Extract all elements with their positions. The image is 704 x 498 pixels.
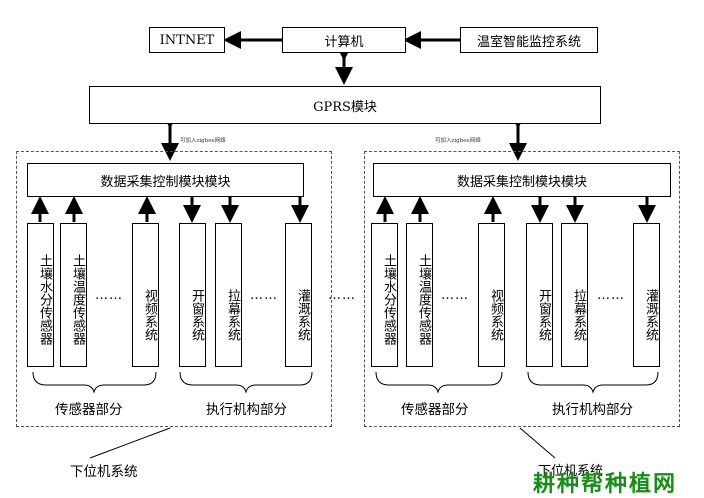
computer-label: 计算机	[324, 34, 364, 50]
right-actuator-ellipsis: ……	[597, 288, 625, 303]
right-actuator-group-label: 执行机构部分	[552, 402, 633, 418]
left-sensor-soil-moisture: 土壤水分传感器	[27, 223, 54, 367]
left-unit-caption: 下位机系统	[70, 464, 138, 480]
zigbee-note-left: 可加入zigbee网络	[180, 138, 226, 144]
computer-box: 计算机	[282, 27, 406, 53]
right-actuator-curtain: 拉幕系统	[561, 223, 588, 367]
right-unit-caption: 下位机系统	[538, 464, 604, 479]
right-sensor-group-label: 传感器部分	[401, 402, 469, 418]
right-collector-box: 数据采集控制模块模块	[373, 163, 671, 197]
left-lower-unit-frame	[16, 151, 332, 427]
left-actuator-window: 开窗系统	[179, 223, 206, 367]
gprs-module-box: GPRS模块	[89, 86, 601, 124]
right-sensor-soil-moisture: 土壤水分传感器	[371, 223, 398, 367]
right-sensor-video: 视频系统	[478, 223, 505, 367]
left-actuator-ellipsis: ……	[250, 288, 278, 303]
watermark-text: 耕种帮种植网	[533, 472, 678, 497]
right-actuator-irrigation: 灌溉系统	[633, 223, 660, 367]
left-collector-box: 数据采集控制模块模块	[27, 163, 304, 197]
left-sensor-group-label: 传感器部分	[55, 402, 123, 418]
between-units-ellipsis: ……	[328, 288, 356, 303]
left-sensor-ellipsis: ……	[95, 288, 123, 303]
gprs-module-label: GPRS模块	[313, 99, 377, 115]
left-sensor-soil-temperature: 土壤温度传感器	[60, 223, 87, 367]
right-sensor-ellipsis: ……	[441, 288, 469, 303]
left-actuator-curtain: 拉幕系统	[215, 223, 242, 367]
right-lower-unit-frame	[364, 151, 680, 427]
intnet-box: INTNET	[149, 27, 225, 53]
right-sensor-soil-temperature: 土壤温度传感器	[406, 223, 433, 367]
left-actuator-group-label: 执行机构部分	[206, 402, 287, 418]
right-actuator-window: 开窗系统	[526, 223, 553, 367]
left-sensor-video: 视频系统	[132, 223, 159, 367]
greenhouse-system-box: 温室智能监控系统	[460, 27, 598, 53]
zigbee-note-right: 可加入zigbee网络	[435, 138, 481, 144]
intnet-label: INTNET	[159, 32, 215, 48]
greenhouse-system-label: 温室智能监控系统	[476, 34, 581, 50]
right-collector-label: 数据采集控制模块模块	[456, 174, 587, 190]
left-actuator-irrigation: 灌溉系统	[285, 223, 312, 367]
left-collector-label: 数据采集控制模块模块	[100, 174, 231, 190]
